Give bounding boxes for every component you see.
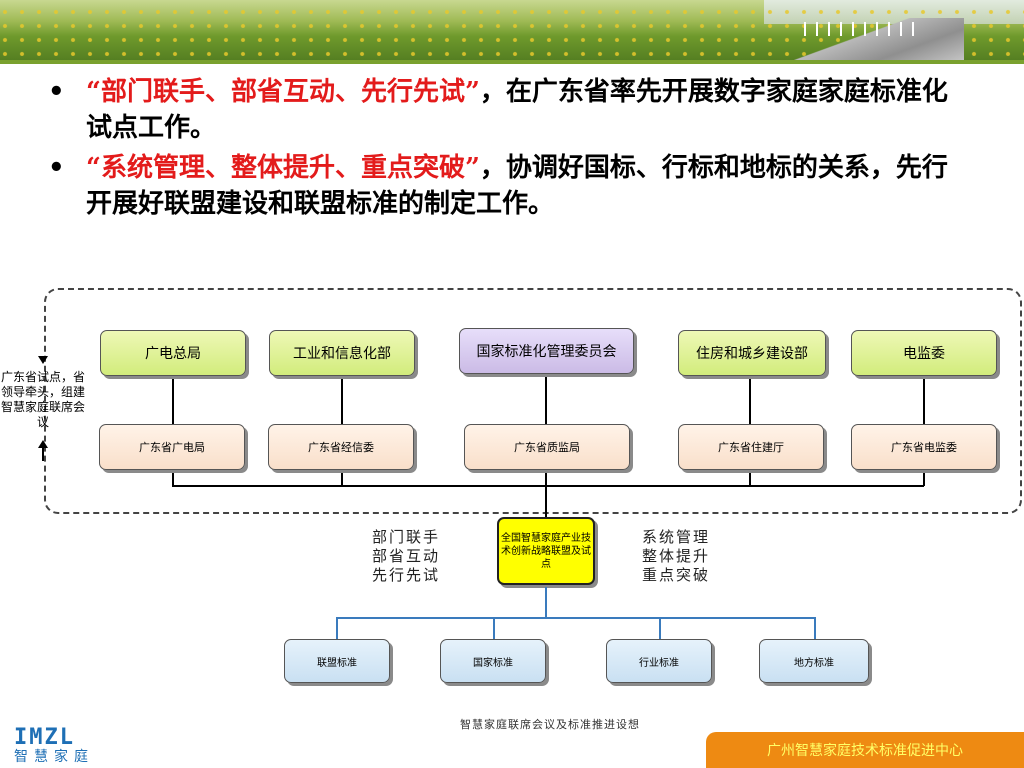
banner-divider — [0, 60, 1024, 64]
bullet-text: ，在广东省率先开展数字家庭家庭标准化试点工作。 — [86, 77, 948, 143]
standard-box: 地方标准 — [759, 639, 869, 683]
diagram-caption: 智慧家庭联席会议及标准推进设想 — [460, 718, 640, 731]
agency-box: 国家标准化管理委员会 — [459, 328, 634, 374]
provincial-box: 广东省电监委 — [851, 424, 997, 470]
provincial-box: 广东省住建厅 — [678, 424, 824, 470]
connector-line — [172, 470, 174, 486]
bullet-list: • “部门联手、部省互动、先行先试”，在广东省率先开展数字家庭家庭标准化试点工作… — [44, 74, 964, 226]
connector-bus — [172, 485, 924, 487]
principle-text: 整体提升 — [642, 547, 711, 565]
standard-box: 国家标准 — [440, 639, 546, 683]
tree-bus — [336, 617, 815, 619]
principle-text: 部门联手 — [372, 528, 441, 546]
tree-line — [814, 617, 816, 639]
agency-box: 广电总局 — [100, 330, 246, 376]
agency-box: 住房和城乡建设部 — [678, 330, 826, 376]
pilot-group-frame — [44, 288, 1022, 514]
left-principles: 部门联手 部省互动 先行先试 — [372, 528, 440, 585]
arrow-up-icon — [38, 440, 48, 448]
connector-line — [172, 376, 174, 424]
logo-mark: IMZL — [14, 725, 75, 750]
connector-line — [749, 376, 751, 424]
connector-line — [341, 470, 343, 486]
org-name: 广州智慧家庭技术标准促进中心 — [767, 743, 963, 759]
standard-box: 联盟标准 — [284, 639, 390, 683]
principle-text: 先行先试 — [372, 566, 441, 584]
tree-line — [493, 617, 495, 639]
org-name-bar: 广州智慧家庭技术标准促进中心 — [706, 732, 1024, 768]
provincial-box: 广东省广电局 — [99, 424, 245, 470]
connector-line — [545, 470, 547, 518]
connector-line — [749, 470, 751, 486]
alliance-box: 全国智慧家庭产业技术创新战略联盟及试点 — [497, 517, 595, 585]
principle-text: 系统管理 — [642, 528, 711, 546]
provincial-box: 广东省经信委 — [268, 424, 414, 470]
connector-line — [545, 376, 547, 424]
connector-line — [923, 376, 925, 424]
header-banner-image — [0, 0, 1024, 60]
principle-text: 重点突破 — [642, 566, 711, 584]
bullet-dot: • — [48, 153, 65, 183]
tree-line — [545, 587, 547, 617]
connector-line — [341, 376, 343, 424]
connector-line — [923, 470, 925, 486]
agency-box: 电监委 — [851, 330, 997, 376]
arrow-shaft — [42, 447, 44, 461]
bullet-highlight: “系统管理、整体提升、重点突破” — [86, 153, 480, 183]
pilot-side-label: 广东省试点，省领导牵头，组建智慧家庭联席会议 — [0, 370, 85, 429]
logo-text: 智慧家庭 — [14, 749, 94, 765]
bullet-highlight: “部门联手、部省互动、先行先试” — [86, 77, 480, 107]
bullet-item: • “部门联手、部省互动、先行先试”，在广东省率先开展数字家庭家庭标准化试点工作… — [44, 74, 964, 146]
principle-text: 部省互动 — [372, 547, 441, 565]
agency-box: 工业和信息化部 — [269, 330, 415, 376]
provincial-box: 广东省质监局 — [464, 424, 630, 470]
tree-line — [659, 617, 661, 639]
bullet-item: • “系统管理、整体提升、重点突破”，协调好国标、行标和地标的关系，先行开展好联… — [44, 150, 964, 222]
bullet-text: ，协调好国标、行标和地标的关系，先行开展好联盟建设和联盟标准的制定工作。 — [86, 153, 948, 219]
right-principles: 系统管理 整体提升 重点突破 — [642, 528, 710, 585]
standard-box: 行业标准 — [606, 639, 712, 683]
tree-line — [336, 617, 338, 639]
arrow-down-icon — [38, 356, 48, 364]
brand-logo: IMZL 智慧家庭 — [14, 727, 124, 767]
bullet-dot: • — [48, 77, 65, 107]
